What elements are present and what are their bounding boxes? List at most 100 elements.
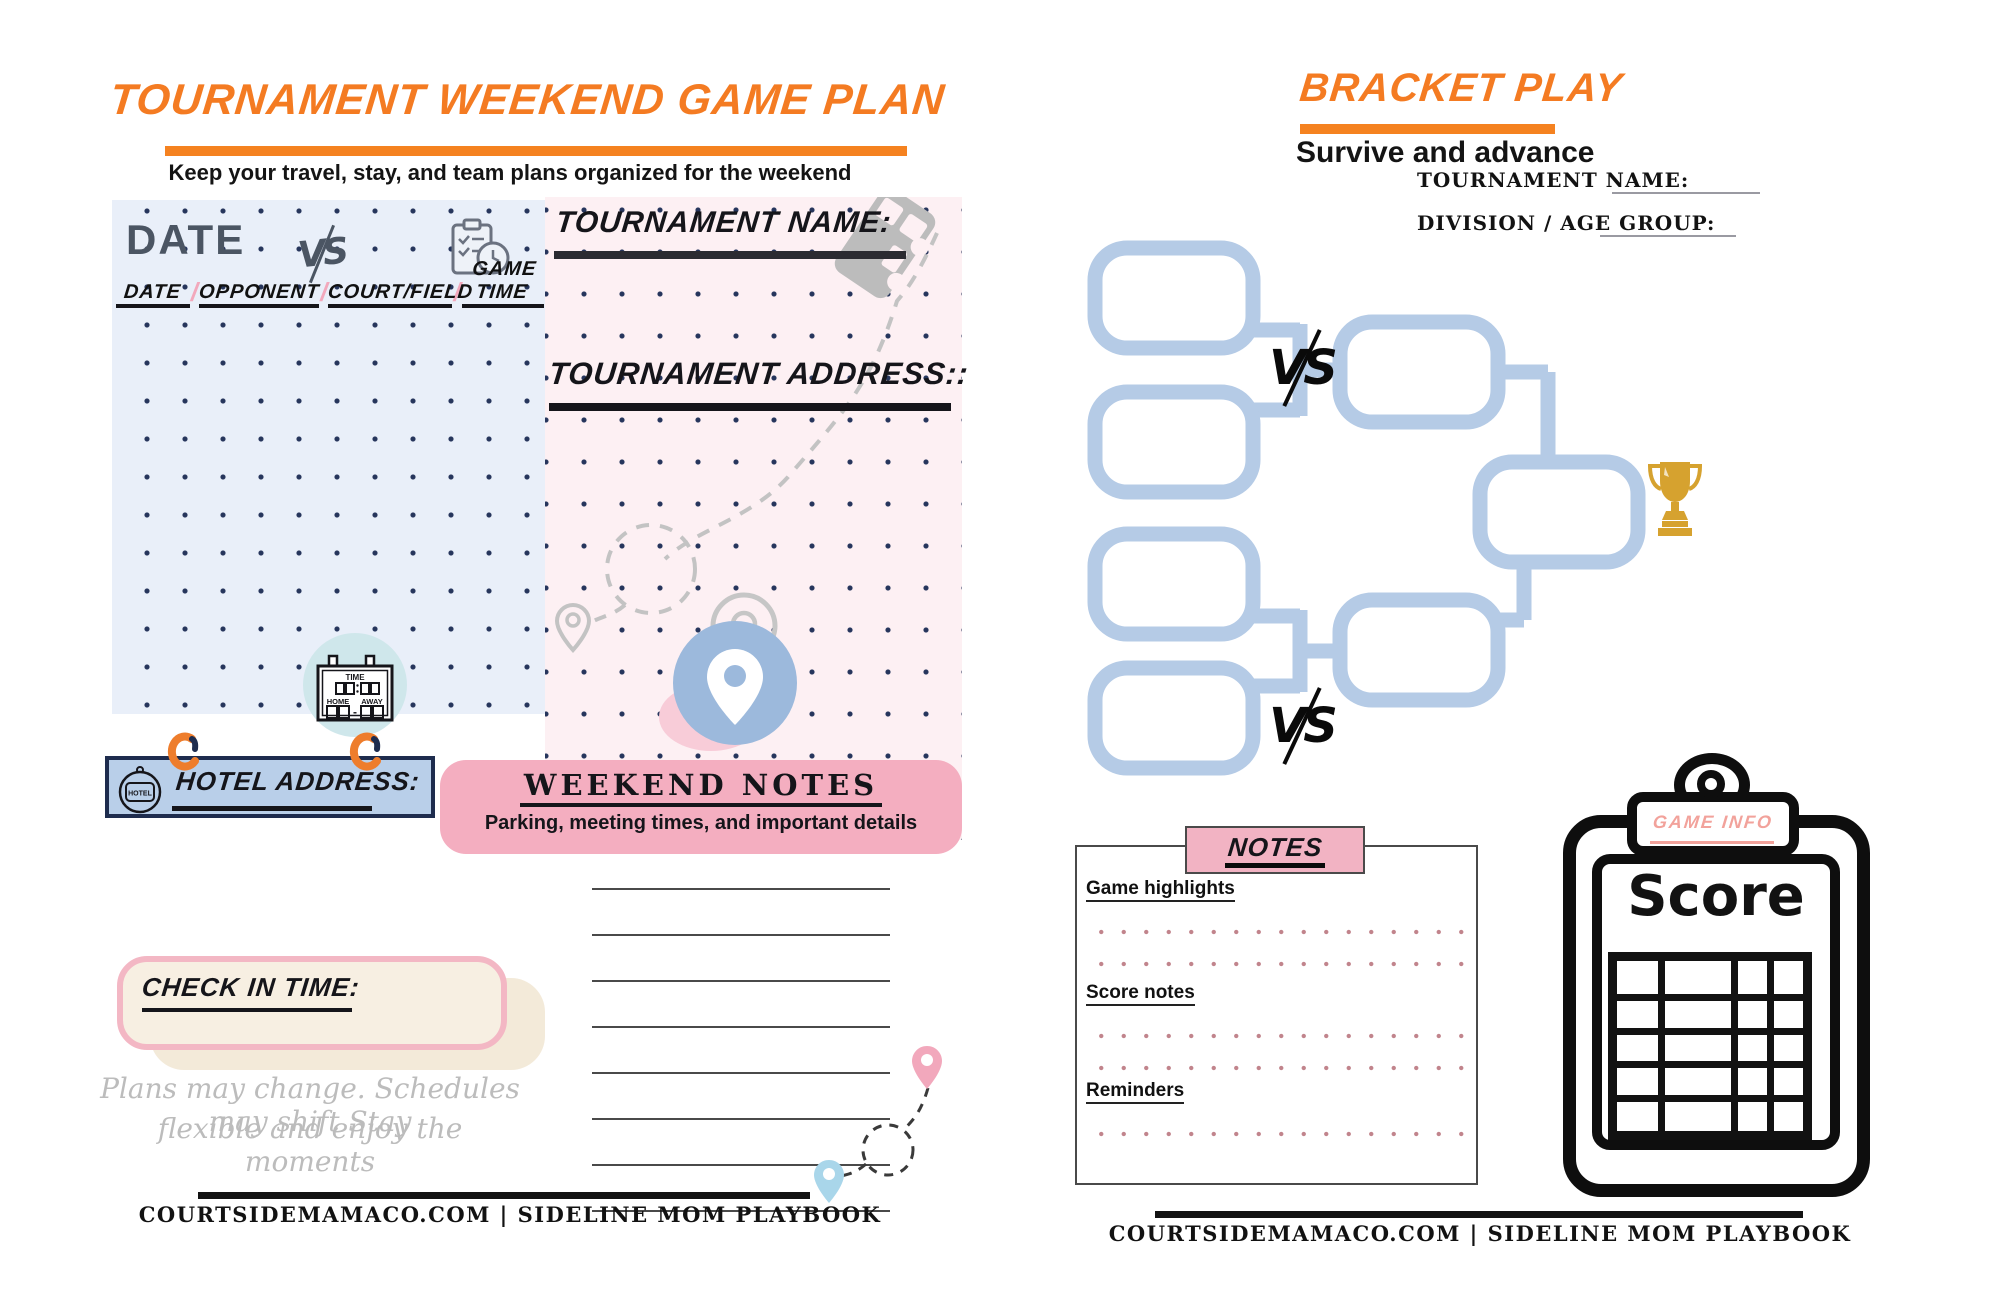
tournament-name-field-label: TOURNAMENT NAME: — [1417, 168, 1690, 192]
bracket-slot — [1087, 384, 1261, 500]
notes-section-highlights: Game highlights — [1086, 878, 1235, 902]
tournament-name-underline — [554, 251, 906, 259]
tournament-name-label: TOURNAMENT NAME: — [554, 206, 894, 240]
tournament-address-underline — [549, 403, 951, 411]
bracket-slot-semifinal — [1332, 592, 1506, 708]
notes-tab-label: NOTES — [1226, 832, 1324, 862]
note-line — [592, 1118, 890, 1120]
quote-line-1: Plans may change. Schedules may shift St… — [100, 1072, 520, 1138]
doodle-route-art — [814, 1046, 942, 1203]
note-line — [592, 1072, 890, 1074]
blue-pin-icon — [814, 1160, 844, 1203]
small-pin-icon — [554, 602, 592, 653]
scoreboard-dash: - — [353, 705, 357, 719]
footer-rule — [198, 1192, 810, 1199]
score-clipboard-clip-hole — [1697, 770, 1725, 798]
score-clipboard-frame — [1592, 854, 1840, 1150]
page-title: TOURNAMENT WEEKEND GAME PLAN — [108, 76, 948, 134]
tournament-name-text: TOURNAMENT NAME: — [554, 206, 894, 239]
binder-ring-icon — [167, 732, 199, 771]
score-grid-hline — [1617, 994, 1803, 1001]
bracket-vs-top: VS — [1266, 329, 1338, 407]
bracket-slot-final — [1472, 454, 1646, 570]
notes-dots — [1086, 906, 1466, 984]
footer-text: COURTSIDEMAMACO.COM | SIDELINE MOM PLAYB… — [1108, 1221, 1852, 1246]
col-court-field-label: COURT/FIELD — [327, 281, 475, 303]
col-game-time: GAME TIME — [461, 258, 544, 308]
score-grid-hline — [1617, 1095, 1803, 1102]
note-line — [592, 1026, 890, 1028]
division-field-label: DIVISION / AGE GROUP: — [1417, 211, 1716, 235]
notes-section-reminders-label: Reminders — [1086, 1080, 1185, 1104]
bracket-slot — [1087, 526, 1261, 642]
col-separator: / — [453, 277, 461, 307]
col-separator: / — [190, 277, 198, 307]
division-field-line — [1600, 235, 1736, 237]
game-info-underline — [1650, 841, 1774, 844]
note-line — [592, 934, 890, 936]
travel-panel — [545, 197, 962, 840]
game-info-text: GAME INFO — [1652, 812, 1775, 832]
clipboard-clock-icon — [451, 218, 510, 275]
bracket-slot-semifinal — [1332, 314, 1506, 430]
col-opponent-label: OPPONENT — [197, 281, 321, 303]
scoreboard-home-label: HOME — [327, 697, 350, 706]
pink-pin-icon — [912, 1046, 942, 1089]
notes-dots — [1086, 1010, 1466, 1080]
bracket-vs-bottom: VS — [1266, 687, 1338, 765]
schedule-heading: DATE — [126, 216, 246, 263]
bracket-subtitle: Survive and advance — [1296, 136, 1595, 169]
bracket-slot — [1087, 660, 1261, 776]
col-opponent: OPPONENT — [197, 281, 321, 308]
score-grid-vline — [1658, 961, 1665, 1131]
col-date-label: DATE — [123, 281, 183, 303]
scoreboard-time-label: TIME — [345, 673, 365, 682]
bracket-title-text: BRACKET PLAY — [1297, 66, 1625, 110]
weekend-notes-badge: WEEKEND NOTES Parking, meeting times, an… — [440, 760, 962, 854]
hotel-sign-text: HOTEL — [128, 791, 152, 798]
notes-dots — [1086, 1108, 1466, 1152]
tournament-name-field-line — [1612, 192, 1760, 194]
weekend-notes-title: WEEKEND NOTES — [519, 768, 883, 807]
check-in-underline — [142, 1008, 352, 1012]
schedule-header-row: DATE / OPPONENT / COURT/FIELD / GAME TIM… — [116, 258, 544, 308]
page-left: TOURNAMENT WEEKEND GAME PLAN Keep your t… — [100, 76, 970, 1227]
notes-tab: NOTES — [1185, 826, 1365, 874]
hotel-sign-icon: HOTEL — [118, 766, 162, 814]
game-info-label: GAME INFO — [1632, 812, 1794, 833]
bracket-title-underline — [1300, 124, 1555, 134]
check-in-label: CHECK IN TIME: — [140, 972, 362, 1003]
note-line — [592, 1210, 890, 1212]
tournament-address-label: TOURNAMENT ADDRESS:: — [547, 356, 970, 392]
note-line — [592, 980, 890, 982]
note-line — [592, 1164, 890, 1166]
scoreboard-icon: TIME HOME AWAY - — [316, 654, 394, 722]
col-game-time-label: GAME TIME — [470, 258, 538, 303]
bracket-diagram — [1087, 240, 1646, 776]
notes-section-highlights-label: Game highlights — [1086, 878, 1235, 902]
check-in-text: CHECK IN TIME: — [140, 972, 362, 1002]
footer-rule — [1155, 1211, 1803, 1218]
hotel-address-label: HOTEL ADDRESS: — [174, 766, 422, 797]
notes-section-score: Score notes — [1086, 982, 1195, 1006]
hotel-address-underline — [172, 806, 372, 811]
weekend-notes-subtitle: Parking, meeting times, and important de… — [484, 812, 918, 834]
score-grid-hline — [1617, 1061, 1803, 1068]
scoreboard-away-label: AWAY — [361, 697, 382, 706]
col-date: DATE — [116, 281, 190, 308]
hotel-address-text: HOTEL ADDRESS: — [174, 766, 422, 796]
score-grid-hline — [1617, 1028, 1803, 1035]
col-separator: / — [320, 277, 328, 307]
big-pin-icon — [707, 649, 763, 725]
footer-text: COURTSIDEMAMACO.COM | SIDELINE MOM PLAYB… — [138, 1202, 882, 1227]
trophy-icon — [1647, 462, 1703, 536]
binder-ring-icon — [349, 732, 381, 771]
page-right: BRACKET PLAY Survive and advance TOURNAM… — [1000, 0, 2000, 1294]
notes-section-score-label: Score notes — [1086, 982, 1195, 1006]
travel-route-art — [554, 197, 939, 751]
notes-tab-underline — [1225, 863, 1325, 868]
notes-section-reminders: Reminders — [1086, 1080, 1185, 1104]
quote-line-2: flexible and enjoy the moments — [157, 1112, 463, 1178]
note-line — [592, 888, 890, 890]
